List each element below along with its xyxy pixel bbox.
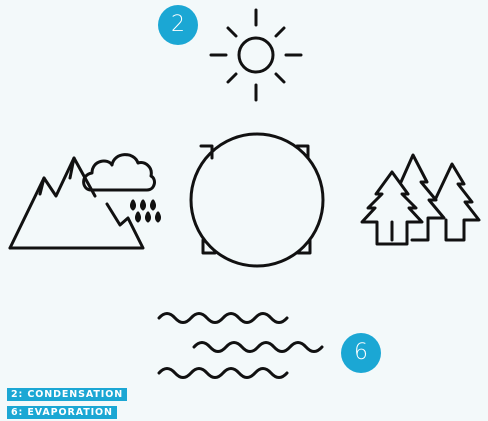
legend-condensation: 2: CONDENSATION [7, 388, 127, 401]
step-2-badge: 2 [158, 5, 198, 45]
sun-icon [211, 10, 301, 100]
cycle-arrows-icon [191, 134, 323, 266]
water-waves-icon [159, 314, 322, 378]
step-6-badge: 6 [341, 333, 381, 373]
pine-trees-icon [362, 155, 479, 244]
legend-evaporation: 6: EVAPORATION [7, 406, 117, 419]
mountain-rain-cloud-icon [10, 155, 160, 248]
